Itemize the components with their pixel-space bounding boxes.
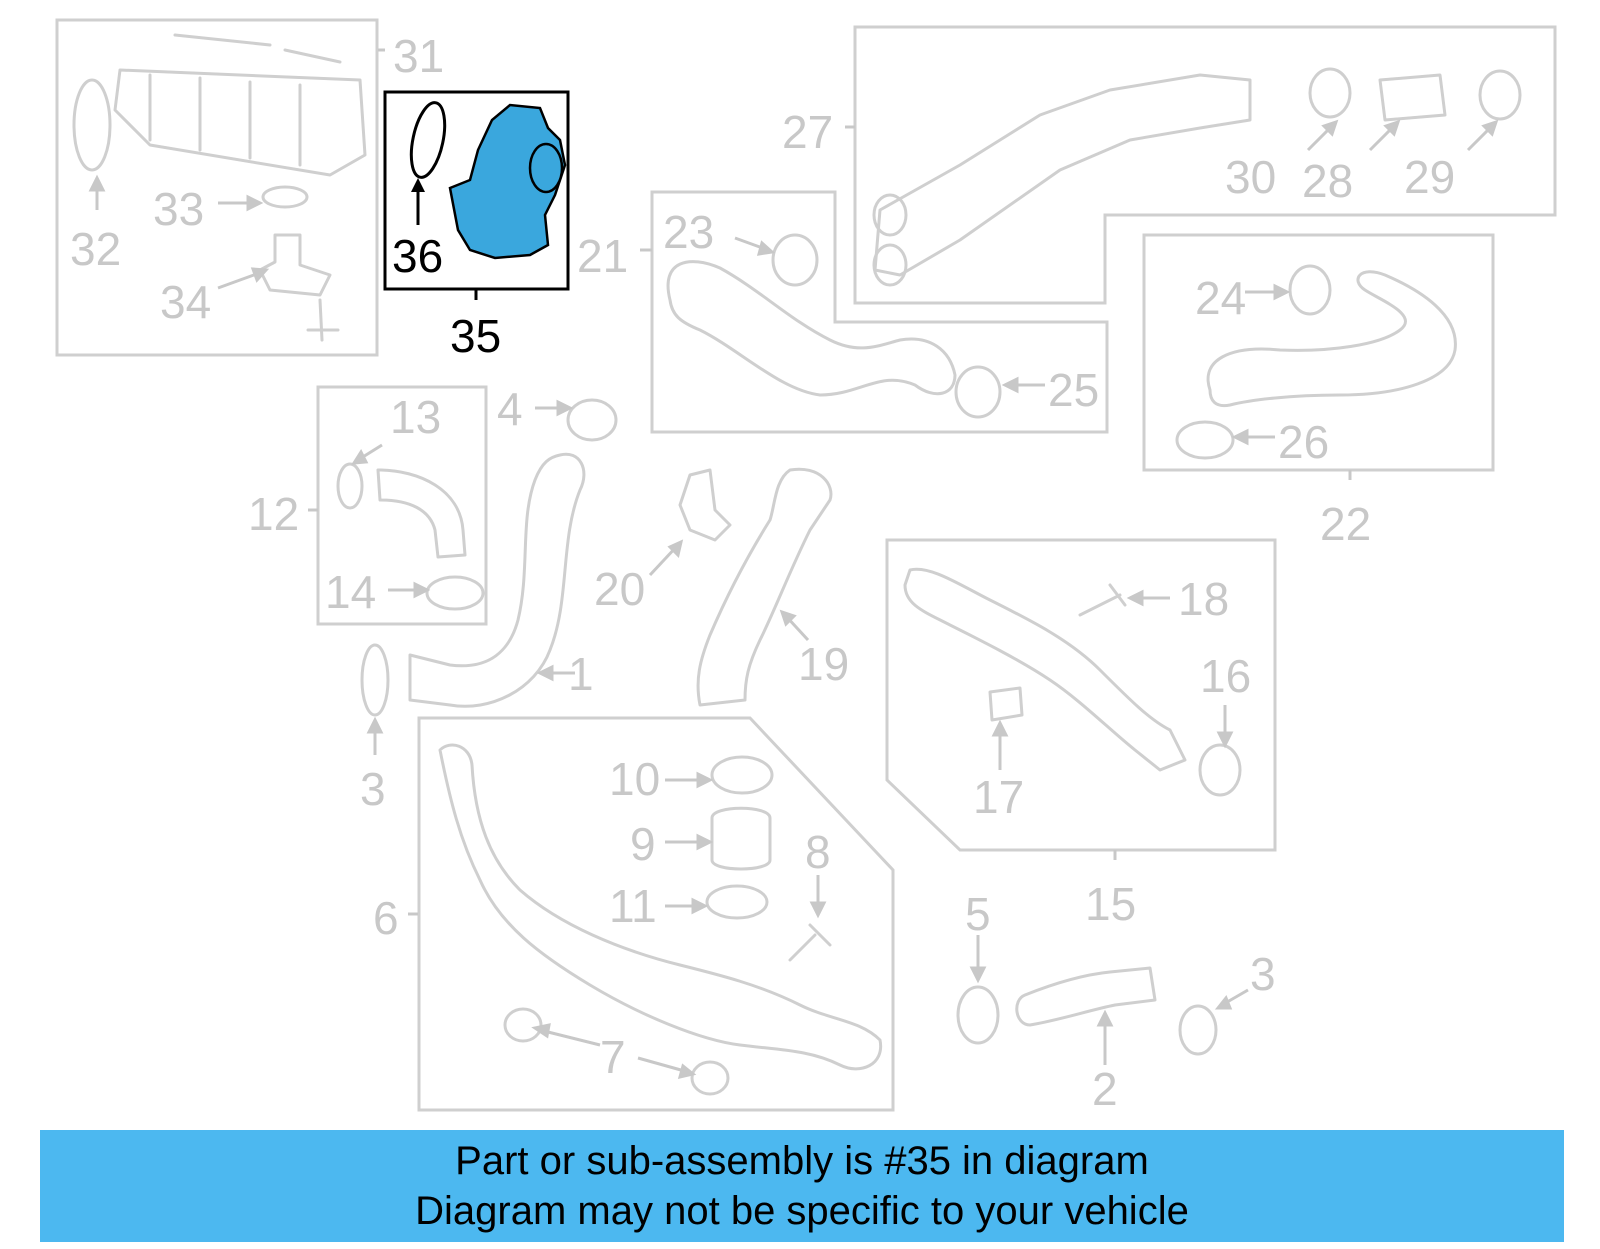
part-17-bushing xyxy=(988,686,1024,722)
part-20-sensor xyxy=(678,468,732,542)
part-31-intake-manifold xyxy=(113,33,367,177)
callout-20: 20 xyxy=(594,563,645,615)
callout-17: 17 xyxy=(973,771,1024,823)
callout-36: 36 xyxy=(392,230,443,282)
part-27-charge-pipe xyxy=(873,73,1252,277)
callout-8: 8 xyxy=(805,826,831,878)
callout-19: 19 xyxy=(798,638,849,690)
group-box-31 xyxy=(55,18,379,357)
callout-14: 14 xyxy=(325,566,376,618)
callout-34: 34 xyxy=(160,276,211,328)
part-35-inlet xyxy=(528,142,564,194)
part-9-sleeve xyxy=(710,806,772,871)
part-13-o-ring xyxy=(336,462,364,510)
group-box-27 xyxy=(853,25,1557,305)
callout-26: 26 xyxy=(1278,416,1329,468)
callout-27: 27 xyxy=(782,106,833,158)
part-23-clamp xyxy=(771,233,819,287)
callout-4: 4 xyxy=(497,383,523,435)
callout-3b: 3 xyxy=(1250,948,1276,1000)
part-28-sleeve xyxy=(1378,73,1447,122)
part-25-clamp xyxy=(954,365,1002,419)
callout-24: 24 xyxy=(1195,272,1246,324)
callout-30: 30 xyxy=(1225,151,1276,203)
callout-10: 10 xyxy=(609,753,660,805)
callout-9: 9 xyxy=(630,818,656,870)
part-21-hose xyxy=(666,260,957,397)
callout-35[interactable]: 35 xyxy=(450,310,501,362)
part-32-gasket xyxy=(72,78,112,172)
part-34-fitting xyxy=(258,233,340,342)
part-1-hose xyxy=(408,452,586,708)
callout-16: 16 xyxy=(1200,650,1251,702)
callout-13: 13 xyxy=(390,391,441,443)
callout-21: 21 xyxy=(577,230,628,282)
callout-15: 15 xyxy=(1085,878,1136,930)
group-box-21 xyxy=(650,190,1109,434)
part-22-hose xyxy=(1206,270,1457,408)
part-4-clamp xyxy=(566,398,618,442)
part-27-end-a xyxy=(872,193,908,237)
part-3-o-ring xyxy=(360,643,390,717)
callout-25: 25 xyxy=(1048,364,1099,416)
part-7-bushing-b xyxy=(690,1060,730,1096)
callout-1: 1 xyxy=(568,648,594,700)
callout-22: 22 xyxy=(1320,498,1371,550)
callout-32: 32 xyxy=(70,223,121,275)
part-18-bolt xyxy=(1078,583,1127,617)
callout-33: 33 xyxy=(153,183,204,235)
part-14-clamp xyxy=(425,575,485,611)
info-banner: Part or sub-assembly is #35 in diagram D… xyxy=(40,1130,1564,1242)
callout-31: 31 xyxy=(393,30,444,82)
part-26-clamp xyxy=(1175,420,1235,460)
part-3b-o-ring xyxy=(1178,1004,1218,1056)
part-6-pipe xyxy=(438,743,883,1071)
group-box-22 xyxy=(1142,233,1495,472)
part-30-clamp xyxy=(1308,67,1352,119)
part-12-elbow-hose xyxy=(376,468,467,559)
part-15-pipe xyxy=(903,567,1187,772)
callout-2: 2 xyxy=(1092,1063,1118,1115)
callout-7: 7 xyxy=(600,1031,626,1083)
callout-11: 11 xyxy=(609,880,657,932)
group-box-15 xyxy=(885,538,1277,852)
part-36-o-ring xyxy=(409,101,447,179)
part-5-clamp xyxy=(956,985,1000,1045)
part-8-bolt xyxy=(788,923,832,962)
part-2-hose xyxy=(1015,966,1157,1027)
part-10-clamp xyxy=(710,755,774,795)
part-33-o-ring xyxy=(261,185,309,209)
part-24-clamp xyxy=(1288,264,1332,316)
callout-3a: 3 xyxy=(360,763,386,815)
group-box-12 xyxy=(316,385,488,626)
banner-line-2: Diagram may not be specific to your vehi… xyxy=(415,1189,1189,1233)
part-29-clamp xyxy=(1478,69,1522,121)
callout-6: 6 xyxy=(373,892,399,944)
callout-23: 23 xyxy=(663,206,714,258)
callout-29: 29 xyxy=(1404,151,1455,203)
callout-5: 5 xyxy=(965,888,991,940)
group-box-6 xyxy=(417,716,895,1112)
part-27-end-b xyxy=(872,243,908,287)
callout-12: 12 xyxy=(248,488,299,540)
part-35-throttle-body[interactable] xyxy=(448,103,567,260)
banner-line-1: Part or sub-assembly is #35 in diagram xyxy=(455,1139,1149,1183)
callout-18: 18 xyxy=(1178,573,1229,625)
callout-28: 28 xyxy=(1302,155,1353,207)
part-19-pipe xyxy=(696,467,833,707)
part-7-bushing-a xyxy=(503,1007,543,1043)
part-11-clamp xyxy=(705,884,769,920)
part-16-o-ring xyxy=(1198,743,1242,797)
